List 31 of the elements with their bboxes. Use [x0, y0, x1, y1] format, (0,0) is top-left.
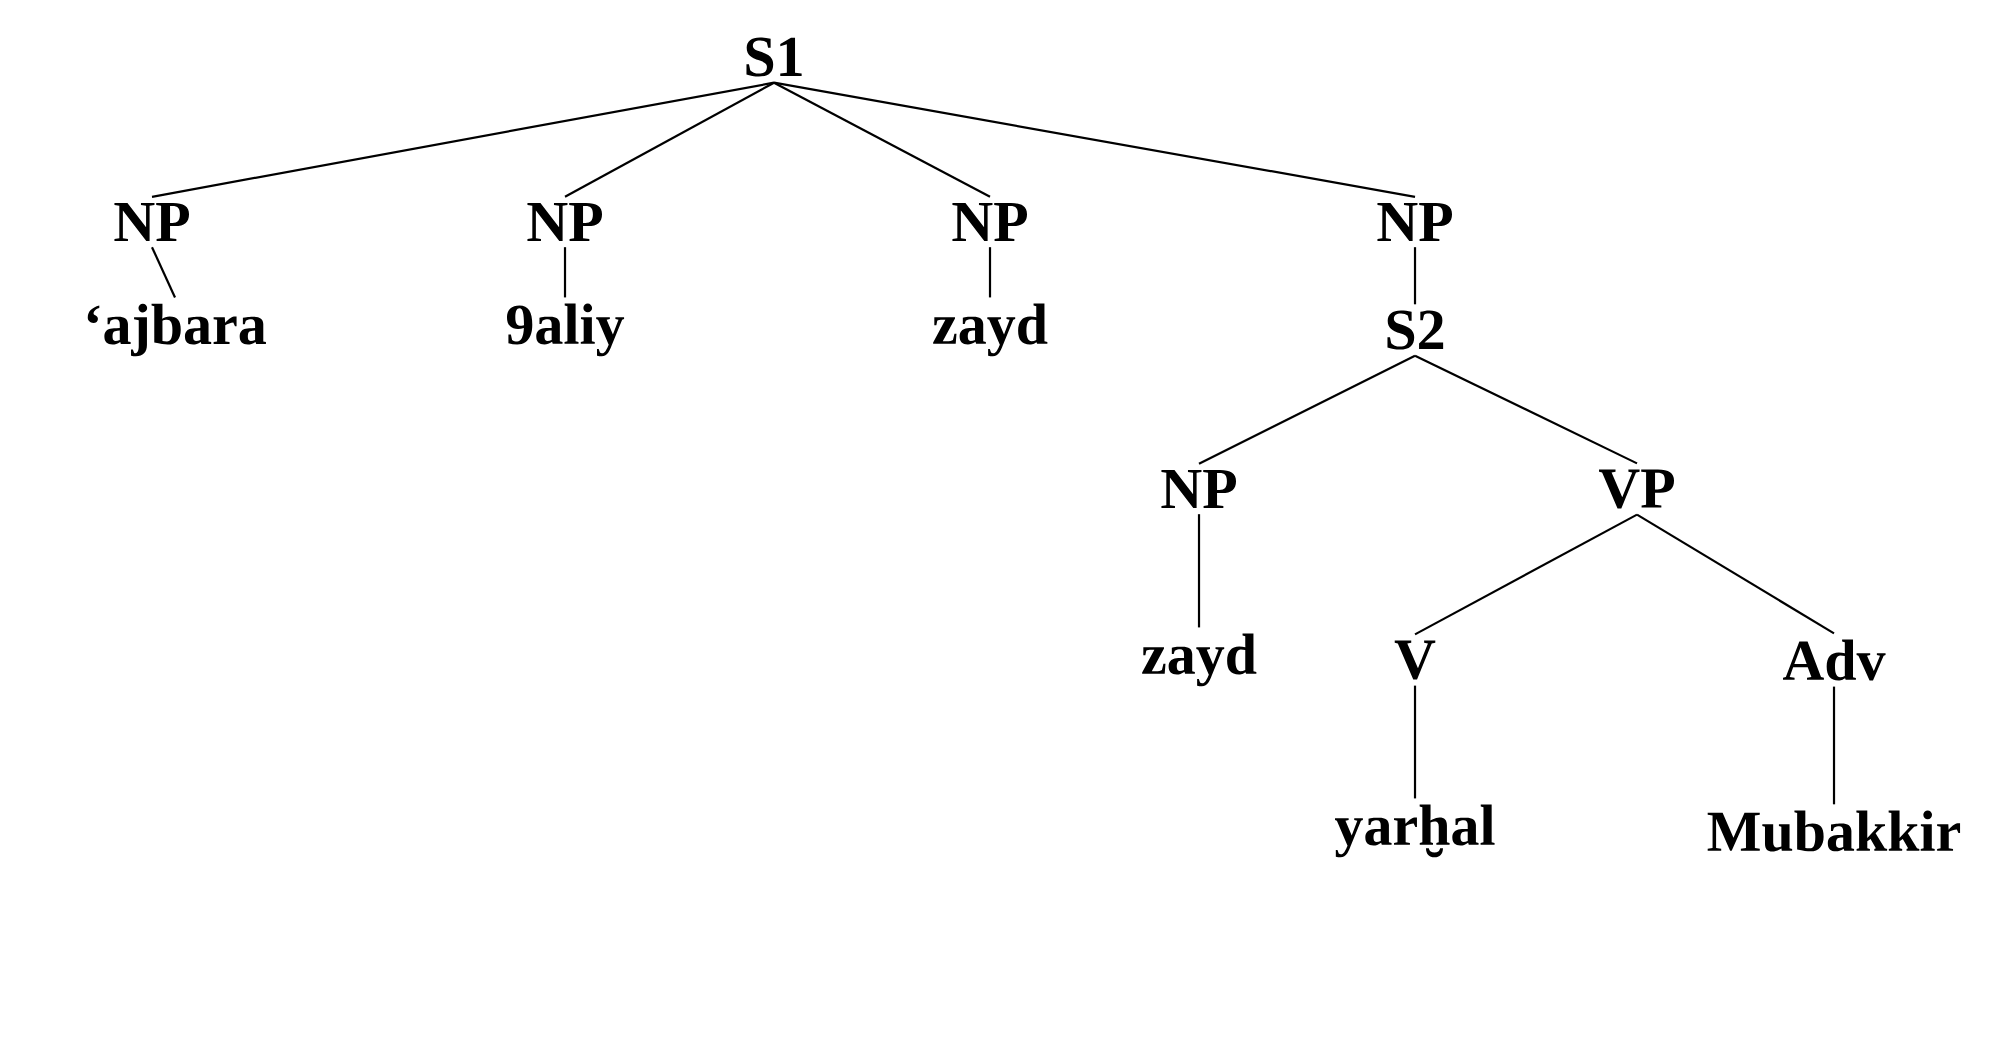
tree-label: NP	[952, 203, 1027, 241]
tree-branch	[151, 81, 775, 198]
tree-label: zayd	[933, 303, 1048, 357]
tree-branch	[1198, 354, 1416, 465]
tree-label: zayd	[1142, 633, 1257, 687]
tree-branch	[1636, 513, 1835, 635]
tree-branch	[563, 247, 567, 298]
tree-label: S1	[746, 37, 802, 77]
tree-label: VP	[1599, 469, 1674, 509]
tree-branch	[988, 247, 992, 298]
tree-label: NP	[114, 203, 189, 241]
tree-branch	[1413, 247, 1417, 305]
tree-branch	[1832, 686, 1836, 805]
tree-label: 9aliy	[507, 303, 625, 357]
tree-label: Mubakkir	[1707, 810, 1961, 852]
tree-branch	[1413, 685, 1417, 799]
tree-label: NP	[1377, 203, 1452, 241]
tree-label: S2	[1387, 310, 1444, 350]
tree-label: NP	[1161, 470, 1236, 508]
tree-label: yarḫal	[1335, 804, 1495, 858]
tree-label: V	[1394, 640, 1436, 680]
tree-label: NP	[527, 203, 602, 241]
tree-branch	[1197, 514, 1201, 628]
tree-label: ‘ajbara	[87, 303, 266, 357]
tree-branch	[564, 81, 775, 198]
tree-branch	[1414, 513, 1638, 636]
tree-label: Adv	[1783, 639, 1886, 681]
tree-branch	[773, 81, 991, 198]
tree-branch	[1414, 354, 1638, 465]
tree-branch	[773, 81, 1416, 198]
tree-branch	[151, 246, 176, 298]
